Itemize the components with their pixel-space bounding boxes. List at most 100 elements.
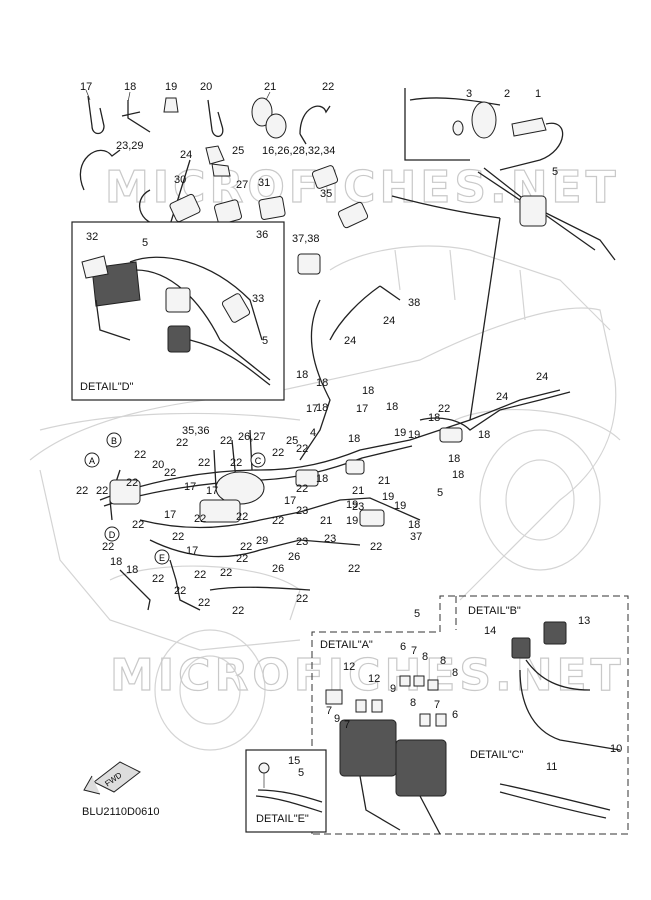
callout-22: 22 [240,541,252,553]
callout-24: 24 [536,371,548,383]
callout-17: 17 [186,545,198,557]
callout-1: 1 [535,88,541,100]
callout-8: 8 [452,667,458,679]
callout-18: 18 [452,469,464,481]
callout-18: 18 [316,402,328,414]
callout-22: 22 [348,563,360,575]
callout-25: 25 [286,435,298,447]
callout-18: 18 [110,556,122,568]
callout-36: 36 [256,229,268,241]
callout-21: 21 [264,81,276,93]
callout-6: 6 [400,641,406,653]
callout-22: 22 [438,403,450,415]
callout-5: 5 [437,487,443,499]
callout-17: 17 [356,403,368,415]
callout-33: 33 [252,293,264,305]
callout-22: 22 [272,515,284,527]
callout-23: 23 [296,505,308,517]
callout-18: 18 [478,429,490,441]
fwd-arrow [83,761,141,795]
callout-18: 18 [428,412,440,424]
detail-b-title: DETAIL"B" [468,605,521,617]
callout-18: 18 [296,369,308,381]
circled-ref-b: B [111,436,117,446]
callout-23-29: 23,29 [116,140,144,152]
callout-13: 13 [578,615,590,627]
callout-22: 22 [296,483,308,495]
callout-5: 5 [552,166,558,178]
callout-22: 22 [232,605,244,617]
callout-7: 7 [326,705,332,717]
callout-19: 19 [394,427,406,439]
callout-20: 20 [200,81,212,93]
callout-22: 22 [236,553,248,565]
callout-6: 6 [452,709,458,721]
callout-18: 18 [448,453,460,465]
watermark-bottom: MICROFICHES.NET [110,650,625,701]
callout-22: 22 [194,569,206,581]
circled-ref-a: A [89,456,95,466]
callout-5: 5 [414,608,420,620]
callout-17: 17 [284,495,296,507]
callout-22: 22 [296,593,308,605]
callout-18: 18 [316,473,328,485]
detail-d-box [71,221,285,401]
detail-e-box [245,749,327,833]
callout-22: 22 [126,477,138,489]
callout-24: 24 [496,391,508,403]
callout-38: 38 [408,297,420,309]
callout-2: 2 [504,88,510,100]
callout-19: 19 [382,491,394,503]
callout-5: 5 [298,767,304,779]
callout-21: 21 [320,515,332,527]
callout-26: 26 [288,551,300,563]
callout-3: 3 [466,88,472,100]
callout-22: 22 [134,449,146,461]
callout-37: 37 [410,531,422,543]
callout-19: 19 [165,81,177,93]
callout-18: 18 [124,81,136,93]
callout-22: 22 [322,81,334,93]
loose-parts-group [79,89,369,275]
callout-22: 22 [272,447,284,459]
callout-19: 19 [346,515,358,527]
callout-14: 14 [484,625,496,637]
callout-27: 27 [236,179,248,191]
callout-25: 25 [232,145,244,157]
callout-22: 22 [220,435,232,447]
callout-18: 18 [348,433,360,445]
callout-17: 17 [184,481,196,493]
callout-17: 17 [80,81,92,93]
callout-22: 22 [296,443,308,455]
callout-12: 12 [368,673,380,685]
callout-22: 22 [198,457,210,469]
callout-9: 9 [390,683,396,695]
callout-35-36: 35,36 [182,425,210,437]
callout-10: 10 [610,743,622,755]
callout-22: 22 [76,485,88,497]
callout-8: 8 [440,655,446,667]
callout-8: 8 [422,651,428,663]
diagram-code: BLU2110D0610 [82,806,160,818]
callout-24: 24 [344,335,356,347]
circled-ref-e: E [159,553,165,563]
callout-19: 19 [408,429,420,441]
callout-19: 19 [394,500,406,512]
callout-37-38: 37,38 [292,233,320,245]
callout-17: 17 [206,485,218,497]
callout-22: 22 [370,541,382,553]
callout-17: 17 [306,403,318,415]
callout-22: 22 [164,467,176,479]
vehicle-ghost-outline [29,245,621,751]
callout-7: 7 [411,645,417,657]
callout-15: 15 [288,755,300,767]
callout-26: 26 [272,563,284,575]
callout-32: 32 [86,231,98,243]
callout-22: 22 [194,513,206,525]
callout-22: 22 [174,585,186,597]
callout-31: 31 [258,177,270,189]
callout-8: 8 [410,697,416,709]
